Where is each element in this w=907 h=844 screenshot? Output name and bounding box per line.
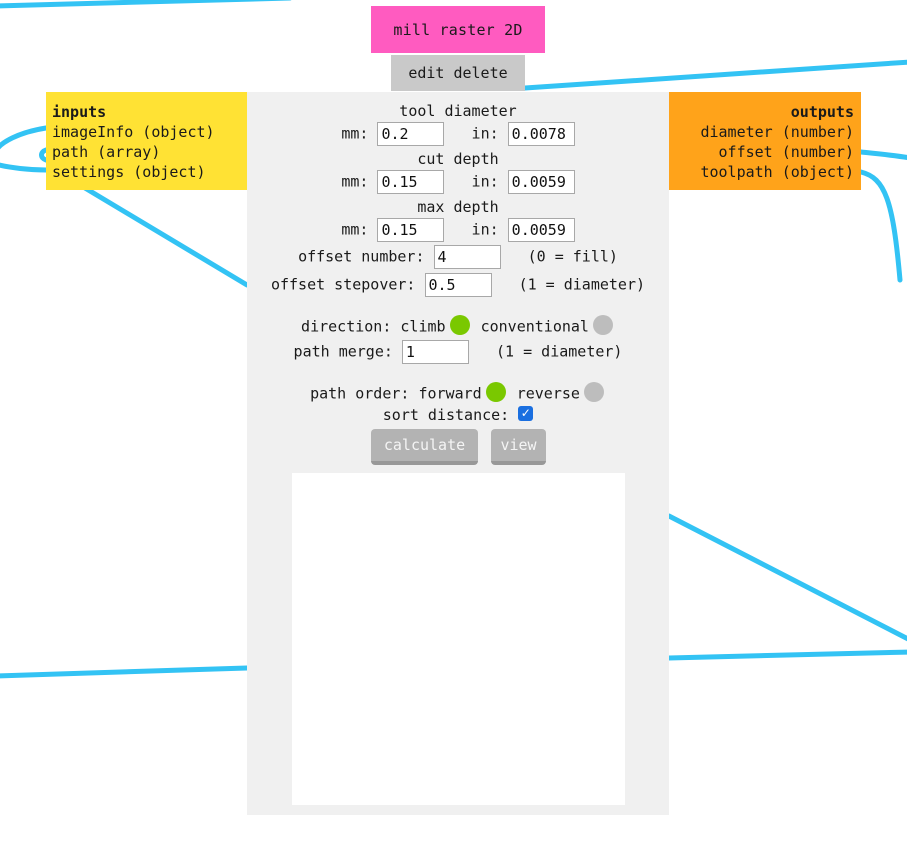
max-depth-in-input[interactable]: [507, 218, 575, 242]
tool-diameter-mm-input[interactable]: [377, 122, 445, 146]
cut-depth-mm-input[interactable]: [377, 170, 445, 194]
direction-conventional-label: conventional: [480, 317, 589, 336]
outputs-header: outputs: [790, 103, 854, 121]
direction-climb-radio[interactable]: [449, 315, 470, 335]
offset-number-row: offset number: (0 = fill): [247, 245, 669, 269]
inputs-header: inputs: [52, 103, 107, 121]
module-title[interactable]: mill raster 2D: [371, 6, 545, 53]
in-label: in:: [471, 172, 499, 191]
settings-panel: tool diameter mm: in: cut depth mm: in: …: [247, 92, 669, 815]
wire: [0, 0, 292, 9]
offset-number-note: (0 = fill): [527, 247, 618, 266]
wire: [0, 665, 250, 679]
output-port-diameter[interactable]: diameter (number): [700, 123, 854, 141]
path-order-forward-label: forward: [418, 384, 482, 403]
calculate-button[interactable]: calculate: [371, 429, 478, 465]
in-label: in:: [471, 220, 499, 239]
wire: [666, 649, 907, 661]
delete-button[interactable]: delete: [453, 64, 508, 82]
offset-number-label: offset number:: [298, 247, 425, 266]
direction-row: direction: climb conventional: [247, 315, 669, 337]
output-port-offset[interactable]: offset (number): [718, 143, 854, 161]
max-depth-mm-input[interactable]: [377, 218, 445, 242]
path-merge-row: path merge: (1 = diameter): [247, 340, 669, 364]
input-port-settings[interactable]: settings (object): [52, 163, 206, 181]
in-label: in:: [471, 124, 499, 143]
module-action-bar: edit delete: [391, 55, 525, 91]
path-order-row: path order: forward reverse: [247, 382, 669, 404]
edit-button[interactable]: edit: [408, 64, 445, 82]
wire: [0, 125, 49, 150]
offset-stepover-row: offset stepover: (1 = diameter): [247, 273, 669, 297]
path-order-label: path order:: [310, 384, 410, 403]
wire: [0, 162, 49, 173]
toolpath-preview-canvas: [292, 473, 625, 805]
tool-diameter-in-input[interactable]: [507, 122, 575, 146]
output-port-toolpath[interactable]: toolpath (object): [700, 163, 854, 181]
sort-distance-checkbox[interactable]: ✓: [518, 406, 534, 421]
mm-label: mm:: [341, 124, 369, 143]
path-merge-input[interactable]: [401, 340, 469, 364]
wire: [39, 147, 49, 163]
input-port-path[interactable]: path (array): [52, 143, 161, 161]
wire: [82, 185, 250, 288]
cut-depth-heading: cut depth: [417, 150, 499, 168]
inputs-port-panel: inputs imageInfo (object) path (array) s…: [46, 92, 247, 190]
path-merge-note: (1 = diameter): [496, 342, 623, 361]
view-button[interactable]: view: [491, 429, 546, 465]
offset-stepover-note: (1 = diameter): [518, 275, 646, 294]
wire: [858, 169, 903, 283]
direction-label: direction:: [301, 317, 392, 336]
max-depth-heading: max depth: [417, 198, 499, 216]
offset-stepover-input[interactable]: [424, 273, 492, 297]
tool-diameter-heading: tool diameter: [399, 102, 517, 120]
offset-number-input[interactable]: [433, 245, 501, 269]
cut-depth-in-input[interactable]: [507, 170, 575, 194]
input-port-imageinfo[interactable]: imageInfo (object): [52, 123, 215, 141]
path-order-reverse-label: reverse: [516, 384, 580, 403]
offset-stepover-label: offset stepover:: [270, 275, 416, 294]
path-order-forward-radio[interactable]: [485, 382, 506, 402]
sort-distance-label: sort distance:: [382, 406, 510, 424]
direction-conventional-radio[interactable]: [592, 315, 613, 335]
direction-climb-label: climb: [400, 317, 446, 336]
mm-label: mm:: [341, 172, 369, 191]
path-merge-label: path merge:: [293, 342, 393, 361]
max-depth-row: mm: in:: [247, 218, 669, 242]
wire: [522, 59, 907, 91]
sort-distance-row: sort distance: ✓: [247, 406, 669, 424]
wire: [666, 513, 907, 642]
tool-diameter-row: mm: in:: [247, 122, 669, 146]
path-order-reverse-radio[interactable]: [583, 382, 604, 402]
outputs-port-panel: outputs diameter (number) offset (number…: [669, 92, 861, 190]
wire: [858, 149, 907, 161]
cut-depth-row: mm: in:: [247, 170, 669, 194]
mm-label: mm:: [341, 220, 369, 239]
